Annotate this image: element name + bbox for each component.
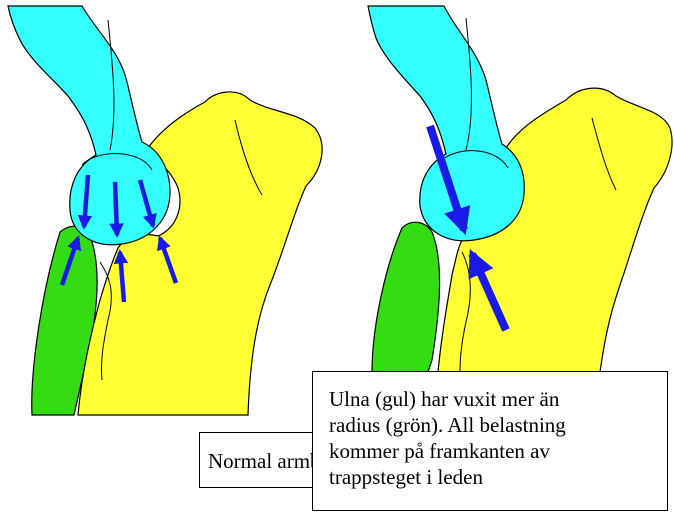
caption-line: trappsteget i leden bbox=[329, 464, 667, 490]
force-arrow bbox=[115, 182, 117, 235]
caption-line: Ulna (gul) har vuxit mer än bbox=[329, 386, 667, 412]
dysplasia-caption: Ulna (gul) har vuxit mer än radius (grön… bbox=[312, 371, 668, 511]
humerus-bone bbox=[8, 6, 170, 245]
humerus-bone bbox=[368, 6, 524, 241]
radius-bone bbox=[372, 222, 440, 372]
caption-line: kommer på framkanten av bbox=[329, 438, 667, 464]
dysplastic-elbow-panel bbox=[368, 6, 672, 372]
caption-line: radius (grön). All belastning bbox=[329, 412, 667, 438]
normal-elbow-panel bbox=[8, 6, 322, 415]
